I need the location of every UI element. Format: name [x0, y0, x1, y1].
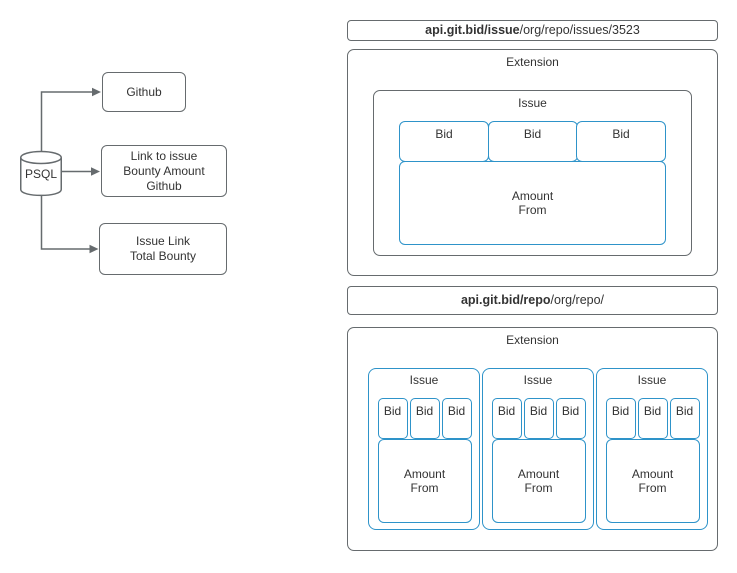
bid-box: Bid	[399, 121, 489, 162]
issue-card-label: Issue	[637, 373, 667, 387]
bid-box: Bid	[605, 398, 636, 439]
amount-from-box: Amount From	[605, 439, 700, 523]
extension-issue-label: Extension	[506, 55, 559, 69]
extension-frame-issue-endpoint: Extension	[347, 49, 718, 276]
amount-line: Amount	[517, 467, 560, 481]
issue-frame: Issue	[373, 90, 692, 256]
arrow-connector-psql-to-link-issue	[62, 167, 100, 176]
bid-box: Bid	[491, 398, 522, 439]
node-link-to-issue-line3: Github	[146, 178, 182, 193]
from-line: From	[524, 481, 553, 495]
bid-box: Bid	[555, 398, 586, 439]
from-line: From	[410, 481, 439, 495]
node-link-to-issue-line2: Bounty Amount	[123, 163, 205, 178]
from-line: From	[518, 202, 547, 217]
issue-card: Issue Bid Bid Bid Amount From	[368, 368, 480, 530]
arrow-connector-psql-to-issue-link	[40, 195, 99, 254]
node-link-to-issue: Link to issue Bounty Amount Github	[101, 145, 227, 197]
url-repo-rest-part: /org/repo/	[550, 293, 605, 308]
amount-line: Amount	[403, 467, 446, 481]
arrow-connector-psql-to-github	[40, 87, 101, 152]
bid-row: Bid Bid Bid	[605, 398, 700, 439]
database-label: PSQL	[24, 167, 57, 181]
from-line: From	[638, 481, 667, 495]
bid-box: Bid	[487, 121, 578, 162]
url-repo-bold-part: api.git.bid/repo	[460, 293, 551, 308]
bid-row: Bid Bid Bid	[377, 398, 472, 439]
node-issue-link: Issue Link Total Bounty	[99, 223, 227, 275]
bid-row: Bid Bid Bid	[399, 121, 666, 162]
bid-box: Bid	[409, 398, 440, 439]
url-box-repo-endpoint: api.git.bid/repo/org/repo/	[347, 286, 718, 315]
amount-from-box: Amount From	[399, 160, 666, 245]
url-issue-rest-part: /org/repo/issues/3523	[519, 23, 640, 38]
issue-card-label: Issue	[409, 373, 439, 387]
bid-box: Bid	[637, 398, 668, 439]
amount-line: Amount	[511, 188, 554, 203]
bid-box: Bid	[576, 121, 666, 162]
url-box-issue-endpoint: api.git.bid/issue/org/repo/issues/3523	[347, 20, 718, 41]
extension-repo-label: Extension	[506, 333, 559, 347]
amount-line: Amount	[631, 467, 674, 481]
bid-box: Bid	[523, 398, 554, 439]
extension-frame-repo-endpoint: Extension	[347, 327, 718, 551]
amount-from-box: Amount From	[491, 439, 586, 523]
issue-card-label: Issue	[523, 373, 553, 387]
node-issue-link-line1: Issue Link	[135, 234, 191, 248]
url-issue-bold-part: api.git.bid/issue	[425, 23, 520, 38]
node-github: Github	[102, 72, 186, 112]
bid-box: Bid	[441, 398, 472, 439]
issue-card: Issue Bid Bid Bid Amount From	[482, 368, 594, 530]
bid-box: Bid	[669, 398, 700, 439]
node-link-to-issue-line1: Link to issue	[130, 148, 198, 163]
amount-from-box: Amount From	[377, 439, 472, 523]
node-issue-link-line2: Total Bounty	[129, 249, 197, 263]
node-github-label: Github	[126, 84, 162, 99]
issue-frame-label: Issue	[518, 96, 547, 110]
bid-box: Bid	[377, 398, 408, 439]
issue-card: Issue Bid Bid Bid Amount From	[596, 368, 708, 530]
bid-row: Bid Bid Bid	[491, 398, 586, 439]
